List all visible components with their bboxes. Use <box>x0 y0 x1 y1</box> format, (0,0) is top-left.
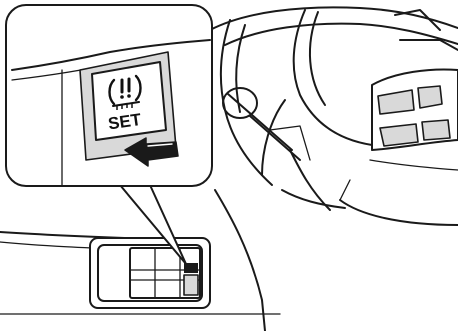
steering-switch-lower <box>422 120 450 140</box>
steering-switch-upper <box>418 86 442 108</box>
steering-wheel-rim <box>310 12 325 105</box>
callout-bubble: SET <box>6 5 212 186</box>
steering-wheel-rim <box>294 10 372 145</box>
steering-wheel-rim <box>225 24 458 45</box>
wiper-lever <box>270 126 310 160</box>
column-edge <box>282 190 345 208</box>
dashboard-edge <box>215 190 265 331</box>
wiper-lever <box>250 116 300 160</box>
switch-key <box>184 275 198 295</box>
steering-switch-lower <box>380 124 418 146</box>
steering-wheel-rim <box>370 160 458 170</box>
lower-switch-panel <box>90 238 210 308</box>
steering-wheel-rim <box>340 180 350 200</box>
wiper-lever-knob <box>223 88 257 118</box>
steering-wheel-rim <box>340 200 458 225</box>
